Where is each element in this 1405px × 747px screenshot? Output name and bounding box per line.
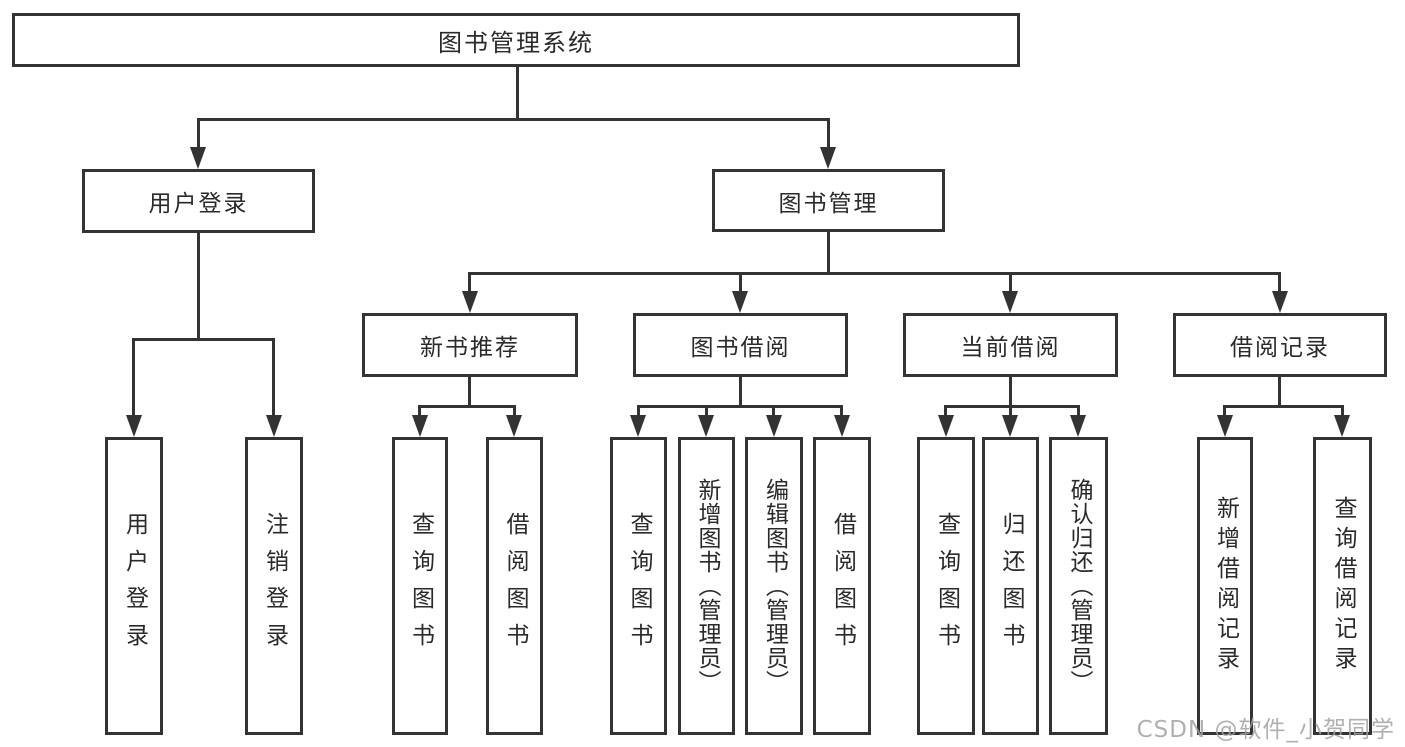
node-label: 注销登录 [261,512,288,660]
leaf-edit-book-admin: 编辑图书（管理员） [745,437,803,735]
node-label: 借阅图书 [829,512,856,660]
node-label: 新增借阅记录 [1212,496,1239,676]
connector-line [1009,405,1012,417]
arrow-down-icon [266,415,282,437]
node-label: 查询借阅记录 [1330,496,1356,676]
node-book-management: 图书管理 [712,169,945,232]
connector-line [840,405,843,417]
leaf-borrow-books: 借阅图书 [813,437,871,735]
connector-line [1223,405,1343,408]
node-label: 用户登录 [121,512,148,660]
leaf-confirm-return-admin: 确认归还（管理员） [1049,437,1108,735]
node-book-borrow: 图书借阅 [633,313,848,377]
node-label: 图书管理系统 [438,28,594,57]
connector-line [637,405,843,408]
leaf-query-books-current: 查询图书 [917,437,975,735]
connector-line [637,405,640,417]
connector-line [827,232,830,273]
connector-line [739,272,742,294]
connector-line [468,272,1281,275]
node-label: 确认归还（管理员） [1066,478,1092,694]
node-label: 新书推荐 [420,335,520,361]
arrow-down-icon [462,291,478,313]
arrow-down-icon [1002,291,1018,313]
leaf-logout: 注销登录 [245,437,303,735]
arrow-down-icon [732,291,748,313]
arrow-down-icon [1002,415,1018,437]
connector-line [739,377,742,408]
connector-line [1278,377,1281,408]
connector-line [705,405,708,417]
node-label: 借阅图书 [502,512,528,660]
connector-line [772,405,775,417]
arrow-down-icon [126,415,142,437]
connector-line [1341,405,1344,417]
connector-line [1009,377,1012,408]
node-label: 查询图书 [933,512,960,660]
node-label: 当前借阅 [960,335,1061,361]
connector-line [1223,405,1226,417]
arrow-down-icon [506,415,522,437]
node-user-login: 用户登录 [82,169,315,233]
arrow-down-icon [412,415,428,437]
connector-line [197,233,200,338]
node-label: 图书借阅 [690,335,791,361]
connector-line [418,405,421,417]
connector-line [827,118,830,150]
arrow-down-icon [938,415,954,437]
leaf-query-books-borrow: 查询图书 [610,437,667,735]
leaf-add-borrow-record: 新增借阅记录 [1197,437,1253,735]
node-label: 新增图书（管理员） [694,478,720,694]
connector-line [468,377,471,408]
arrow-down-icon [766,415,782,437]
connector-line [513,405,516,417]
node-new-book-recommend: 新书推荐 [362,313,578,377]
connector-line [418,405,516,408]
connector-line [944,405,947,417]
connector-line [944,405,1080,408]
connector-line [197,118,200,150]
arrow-down-icon [1217,415,1233,437]
arrow-down-icon [1070,415,1086,437]
leaf-query-books-recommend: 查询图书 [392,437,448,735]
node-library-system: 图书管理系统 [12,13,1020,67]
leaf-borrow-books-recommend: 借阅图书 [486,437,543,735]
arrow-down-icon [1334,415,1350,437]
node-label: 用户登录 [148,191,249,217]
csdn-watermark: CSDN @软件_小贺同学 [1136,717,1395,743]
arrow-down-icon [1272,291,1288,313]
connector-line [132,338,275,341]
node-label: 归还图书 [998,512,1024,660]
connector-line [1278,272,1281,294]
node-label: 图书管理 [778,190,879,217]
connector-line [132,338,135,420]
leaf-add-book-admin: 新增图书（管理员） [678,437,735,735]
node-label: 查询图书 [626,512,652,660]
connector-line [1009,272,1012,294]
node-label: 借阅记录 [1230,335,1330,361]
leaf-query-borrow-record: 查询借阅记录 [1313,437,1372,735]
node-borrow-records: 借阅记录 [1173,313,1387,377]
connector-line [1077,405,1080,417]
leaf-user-login: 用户登录 [105,437,163,735]
node-label: 编辑图书（管理员） [761,478,788,694]
arrow-down-icon [630,415,646,437]
node-label: 查询图书 [407,512,434,660]
connector-line [516,67,519,118]
node-current-borrow: 当前借阅 [903,313,1118,377]
leaf-return-books: 归还图书 [982,437,1039,735]
connector-line [272,338,275,420]
connector-line [468,272,471,294]
arrow-down-icon [834,415,850,437]
arrow-down-icon [190,147,206,169]
connector-line [197,118,830,121]
arrow-down-icon [698,415,714,437]
arrow-down-icon [820,147,836,169]
